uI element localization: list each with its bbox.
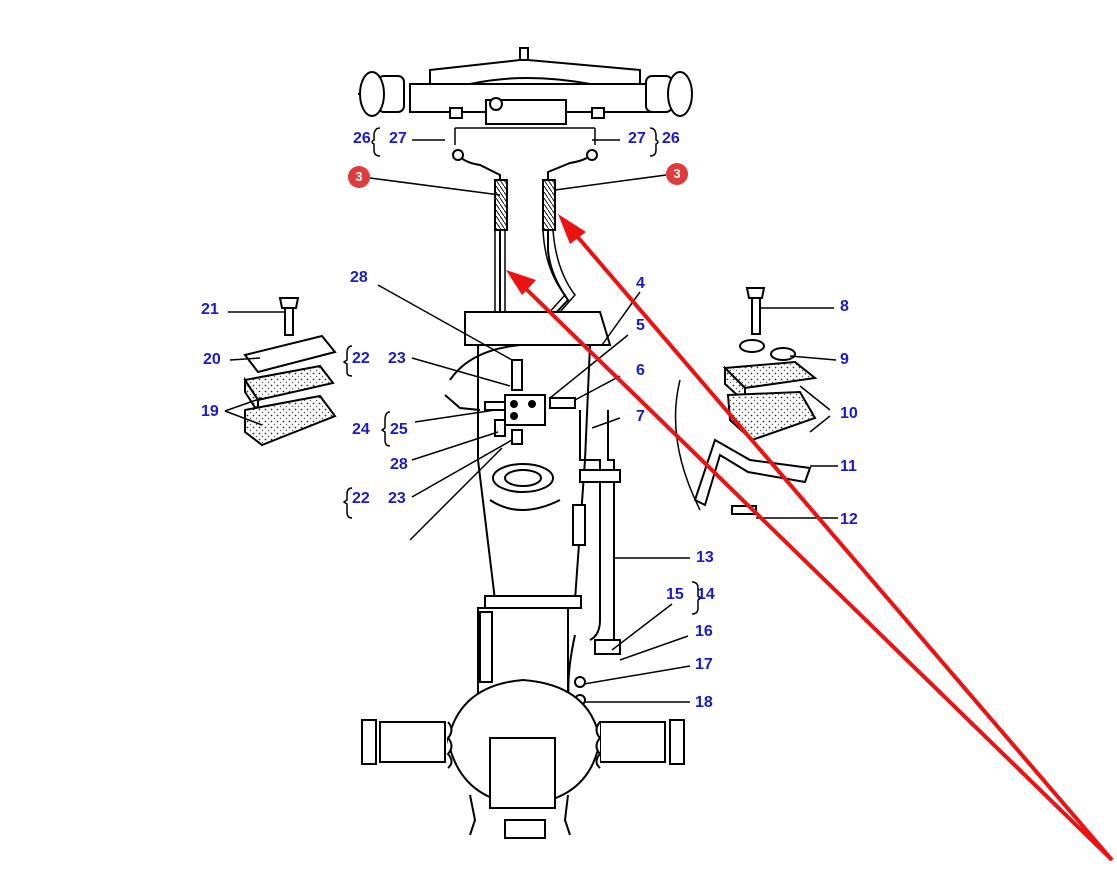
- callout-badge-right: 3: [666, 163, 688, 185]
- red-arrows: [506, 214, 1114, 862]
- right-mount-8-12: [674, 287, 818, 515]
- label-23-lower: 23: [388, 490, 406, 507]
- valve-block: [444, 344, 576, 445]
- label-23-upper: 23: [388, 350, 406, 367]
- label-5: 5: [636, 317, 645, 334]
- label-18: 18: [695, 694, 713, 711]
- label-26-right: 26: [662, 130, 680, 147]
- callout-badge-left: 3: [348, 166, 370, 188]
- label-14: 14: [697, 586, 715, 603]
- label-26-left: 26: [353, 130, 371, 147]
- label-19: 19: [201, 403, 219, 420]
- front-axle-assembly: [358, 47, 693, 125]
- label-22-upper: 22: [352, 350, 370, 367]
- label-10: 10: [840, 405, 858, 422]
- label-27-left: 27: [389, 130, 407, 147]
- label-27-right: 27: [628, 130, 646, 147]
- label-20: 20: [203, 351, 221, 368]
- bracket-26-27: [371, 127, 659, 157]
- label-13: 13: [696, 549, 714, 566]
- label-21: 21: [201, 301, 219, 318]
- rear-axle-assembly: [361, 678, 685, 839]
- label-28-upper: 28: [350, 269, 368, 286]
- label-17: 17: [695, 656, 713, 673]
- label-8: 8: [840, 298, 849, 315]
- label-15: 15: [666, 586, 684, 603]
- pipes-7-13: [567, 410, 621, 715]
- label-12: 12: [840, 511, 858, 528]
- steering-housing: [464, 311, 612, 701]
- label-28-lower: 28: [390, 456, 408, 473]
- label-4: 4: [636, 275, 645, 292]
- label-25: 25: [390, 421, 408, 438]
- left-mount-19-21: [243, 297, 337, 447]
- leader-lines: [224, 174, 838, 703]
- label-16: 16: [695, 623, 713, 640]
- label-24: 24: [352, 421, 370, 438]
- label-7: 7: [636, 408, 645, 425]
- label-6: 6: [636, 362, 645, 379]
- label-22-lower: 22: [352, 490, 370, 507]
- label-9: 9: [840, 351, 849, 368]
- label-11: 11: [840, 458, 857, 475]
- hoses-3: [452, 149, 598, 345]
